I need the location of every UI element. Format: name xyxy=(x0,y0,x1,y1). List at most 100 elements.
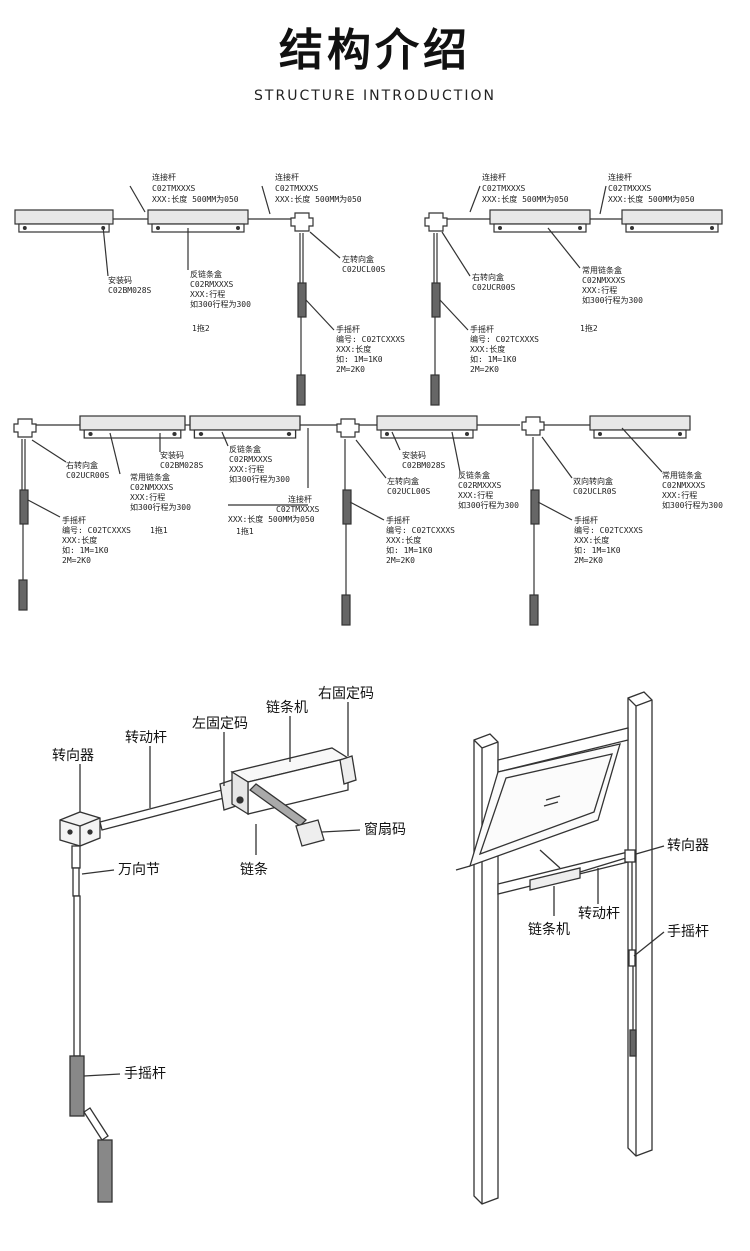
label-4-turn-0: 左转向盒 xyxy=(387,476,419,486)
asm-label-chain: 链条 xyxy=(240,861,268,878)
label-3-reverse-3: 如300行程为300 xyxy=(229,474,290,484)
crank-shaft xyxy=(73,895,81,1057)
right-turn-box-2 xyxy=(424,212,448,232)
page-title: 结构介绍 xyxy=(279,25,471,76)
leader-3-crank xyxy=(27,499,61,518)
label-1-reverse-1: C02RMXXXS xyxy=(190,280,234,289)
win-label-crank: 手摇杆 xyxy=(667,924,709,940)
window-crank-grip xyxy=(629,1029,637,1057)
label-2-link-a-1: C02TMXXXS xyxy=(482,184,526,193)
label-4-turn-1: C02UCL00S xyxy=(387,487,431,496)
label-1-mount-1: C02BM028S xyxy=(108,286,152,295)
crank-handle-4b xyxy=(529,594,539,626)
label-1-link-a-0: 连接杆 xyxy=(152,172,176,182)
label-3-crank-2: XXX:长度 xyxy=(62,535,97,545)
label-3-link-1: C02TMXXXS xyxy=(276,505,320,514)
diagram-1 xyxy=(14,185,341,406)
label-2-crank-0: 手摇杆 xyxy=(470,324,494,334)
crank-handle-1 xyxy=(296,374,306,406)
crank-handle-4a xyxy=(341,594,351,626)
leader-4-double xyxy=(541,436,573,479)
universal-joint xyxy=(71,845,81,869)
label-2-turn-0: 右转向盒 xyxy=(472,272,504,282)
leader-1-link-b xyxy=(261,185,271,215)
leader-2-crank xyxy=(439,299,469,331)
leader-4-mount xyxy=(391,431,401,451)
label-4-mount-1: C02BM028S xyxy=(402,461,446,470)
crank-grip-1 xyxy=(297,282,307,318)
double-turn-box-4 xyxy=(521,416,545,436)
label-4-reverse-1: C02RMXXXS xyxy=(458,481,502,490)
crank-grip-4a xyxy=(342,489,352,525)
label-2-normal-2: XXX:行程 xyxy=(582,285,617,295)
label-1-link-b-2: XXX:长度 500MM为050 xyxy=(275,194,362,204)
label-4-reverse-3: 如300行程为300 xyxy=(458,500,519,510)
leader-4b-crank xyxy=(537,501,573,521)
asm-label-right-fixer: 右固定码 xyxy=(318,686,374,702)
diagram-2 xyxy=(424,185,723,406)
label-1-turn-0: 左转向盒 xyxy=(342,254,374,264)
label-2-crank-4: 2M=2K0 xyxy=(470,365,499,374)
label-2-link-b-1: C02TMXXXS xyxy=(608,184,652,193)
label-4b-crank-3: 如: 1M=1K0 xyxy=(574,545,621,555)
leader-3-normal xyxy=(109,432,121,475)
win-label-diverter: 转向器 xyxy=(667,838,709,854)
leader-asm-ujoint xyxy=(81,869,115,875)
label-4-normal-3: 如300行程为300 xyxy=(662,500,723,510)
label-2-normal-0: 常用链条盒 xyxy=(582,265,622,275)
label-3-reverse-0: 反链条盒 xyxy=(229,444,261,454)
crank-handle-2 xyxy=(430,374,440,406)
label-4b-crank-1: 编号: C02TCXXXS xyxy=(574,525,643,535)
win-label-drive-rod: 转动杆 xyxy=(578,906,620,922)
label-2-normal-3: 如300行程为300 xyxy=(582,295,643,305)
leader-win-crank xyxy=(633,931,665,957)
leader-1-link-a xyxy=(129,185,146,213)
label-2-crank-2: XXX:长度 xyxy=(470,344,505,354)
label-3-turn-0: 右转向盒 xyxy=(66,460,98,470)
label-3-mount-0: 安装码 xyxy=(160,450,184,460)
label-4-normal-1: C02NMXXXS xyxy=(662,481,706,490)
leader-asm-window-fixer xyxy=(321,829,361,833)
label-3-reverse-1: C02RMXXXS xyxy=(229,455,273,464)
label-1-crank-2: XXX:长度 xyxy=(336,344,371,354)
label-4-mount-0: 安装码 xyxy=(402,450,426,460)
label-3-normal-2: XXX:行程 xyxy=(130,492,165,502)
window-chain-arm xyxy=(539,849,561,869)
leader-3-turn xyxy=(31,439,67,463)
label-1-link-a-1: C02TMXXXS xyxy=(152,184,196,193)
win-label-chain-unit: 链条机 xyxy=(528,921,570,938)
leader-win-diverter xyxy=(635,845,665,855)
label-2-link-b-0: 连接杆 xyxy=(608,172,632,182)
chain-box-3a xyxy=(79,415,186,439)
label-1-crank-1: 编号: C02TCXXXS xyxy=(336,334,405,344)
chain-box-3b xyxy=(189,415,301,439)
crank-grip xyxy=(69,1055,85,1117)
label-4a-crank-3: 如: 1M=1K0 xyxy=(386,545,433,555)
label-3-link-2: XXX:长度 500MM为050 xyxy=(228,514,315,524)
leader-1-turn xyxy=(309,231,341,259)
crank-handle-3 xyxy=(18,579,28,611)
label-1-mount-0: 安装码 xyxy=(108,275,132,285)
window-chain-unit xyxy=(529,867,581,891)
leader-asm-crank xyxy=(83,1073,121,1077)
label-3-crank-3: 如: 1M=1K0 xyxy=(62,545,109,555)
label-4b-crank-4: 2M=2K0 xyxy=(574,556,603,565)
asm-label-chain-unit: 链条机 xyxy=(266,699,308,716)
asm-label-drive-rod: 转动杆 xyxy=(125,730,167,746)
diverter-box xyxy=(59,811,101,847)
label-2-crank-3: 如: 1M=1K0 xyxy=(470,354,517,364)
asm-label-window-fixer: 窗扇码 xyxy=(364,821,406,838)
label-3-ratio: 1拖1 xyxy=(150,525,168,535)
window-fixer xyxy=(295,819,325,847)
label-1-reverse-0: 反链条盒 xyxy=(190,269,222,279)
label-1-link-b-0: 连接杆 xyxy=(275,172,299,182)
label-4-double-0: 双向转向盒 xyxy=(573,476,613,486)
left-turn-box-4 xyxy=(336,418,360,438)
label-3-crank-4: 2M=2K0 xyxy=(62,556,91,565)
window-sash xyxy=(469,743,621,868)
universal-joint-lower xyxy=(72,867,80,897)
label-1-link-b-1: C02TMXXXS xyxy=(275,184,319,193)
label-3-turn-1: C02UCR00S xyxy=(66,471,110,480)
label-3-crank-0: 手摇杆 xyxy=(62,515,86,525)
label-4a-crank-0: 手摇杆 xyxy=(386,515,410,525)
